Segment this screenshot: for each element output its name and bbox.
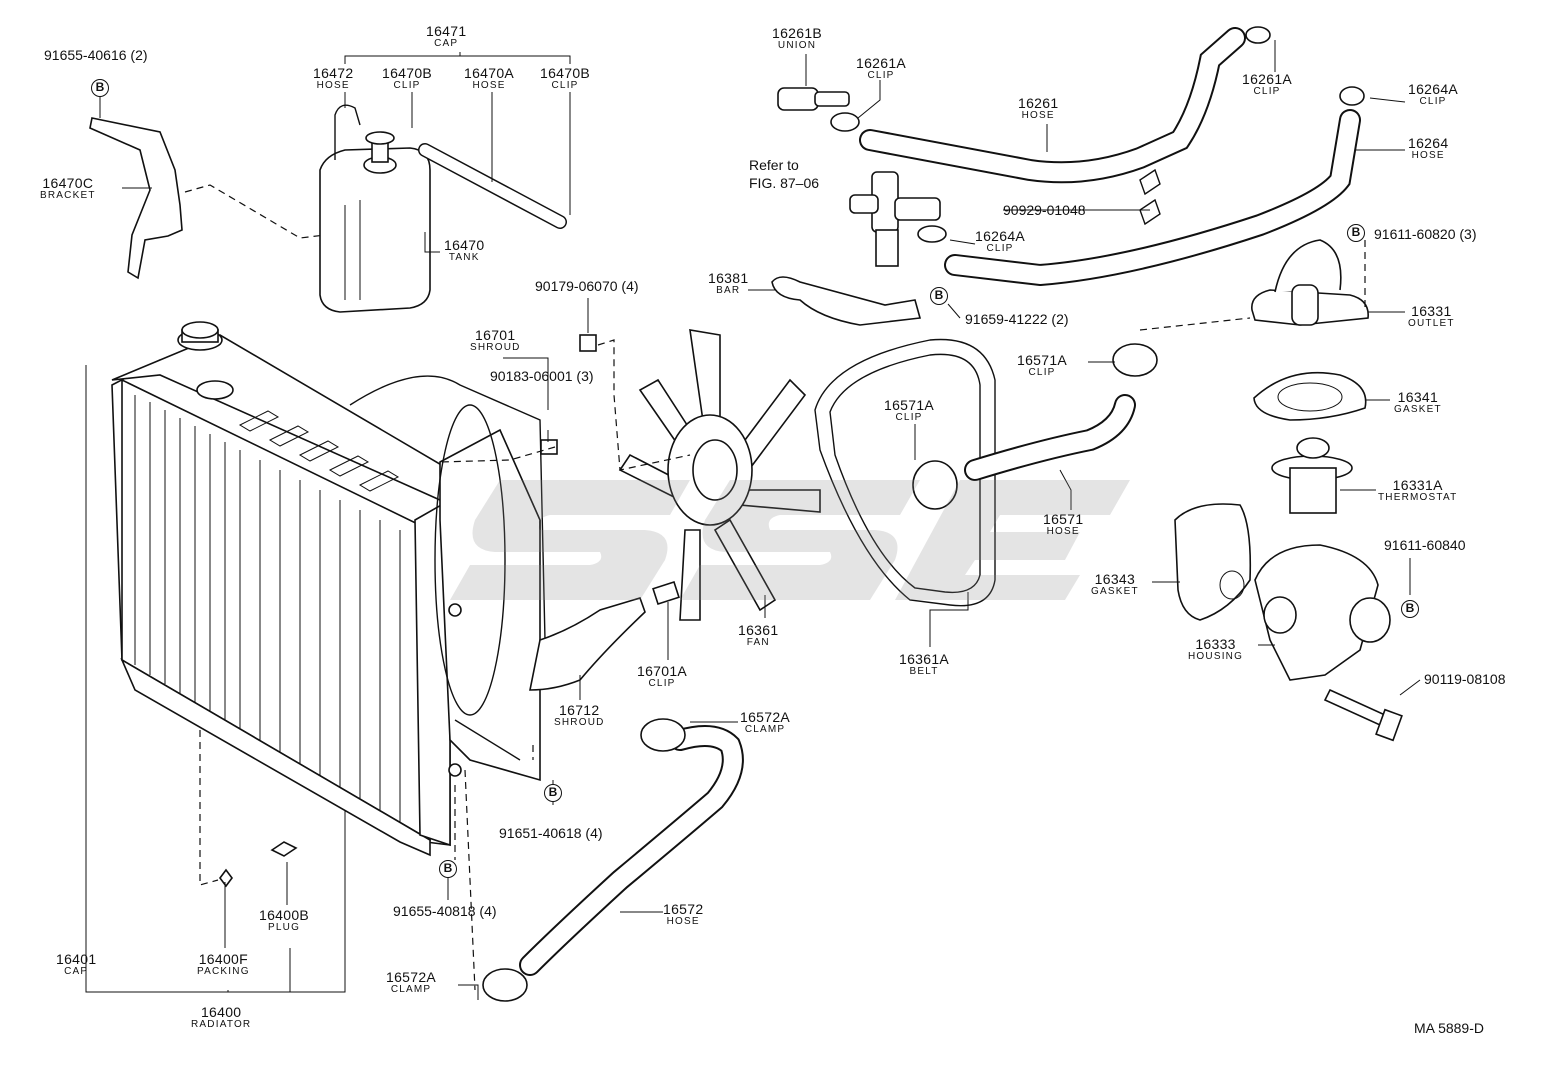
label-90119-08108: 90119-08108 <box>1424 671 1506 687</box>
bolt-marker-b: B <box>1401 600 1419 618</box>
hose-union <box>777 87 860 132</box>
bolt-marker-b: B <box>544 784 562 802</box>
housing-gasket <box>1174 503 1252 621</box>
refer-line-1: Refer to <box>749 157 799 173</box>
clip-90179 <box>579 334 597 352</box>
clip-90183 <box>540 439 558 455</box>
label-91651-40618: 91651-40618 (4) <box>499 825 603 841</box>
radiator-core <box>111 321 451 857</box>
label-90183-06001: 90183-06001 (3) <box>490 368 594 384</box>
bolt-marker-b: B <box>91 79 109 97</box>
bolt-marker-b: B <box>439 860 457 878</box>
hose-clip-90929 <box>1139 168 1161 226</box>
alternator-bar <box>771 276 922 326</box>
bolt-marker-b: B <box>1347 224 1365 242</box>
figure-code: MA 5889-D <box>1413 1020 1484 1036</box>
bolt-marker-b: B <box>930 287 948 305</box>
fan-shroud <box>349 375 546 782</box>
clip-16701A <box>652 580 680 606</box>
tank-bracket <box>89 117 183 280</box>
lower-shroud <box>529 597 646 691</box>
label-90179-06070: 90179-06070 (4) <box>535 278 639 294</box>
label-91659-41222: 91659-41222 (2) <box>965 311 1069 327</box>
label-91611-60840: 91611-60840 <box>1384 537 1466 553</box>
refer-line-2: FIG. 87–06 <box>749 175 820 191</box>
label-90929-01048: 90929-01048 <box>1003 202 1086 218</box>
cooling-fan <box>618 329 821 621</box>
drain-plug <box>270 841 298 857</box>
reserve-tank <box>319 131 431 313</box>
tee-fitting <box>849 171 947 267</box>
housing-bolt <box>1323 688 1387 727</box>
water-inlet-housing <box>1254 544 1391 681</box>
outlet-gasket <box>1253 371 1367 421</box>
tank-hose-short <box>334 104 361 160</box>
label-91655-40818: 91655-40818 (4) <box>393 903 497 919</box>
label-91655-40616: 91655-40616 (2) <box>44 47 148 63</box>
overflow-hose <box>418 143 567 229</box>
label-91611-60820: 91611-60820 (3) <box>1374 226 1477 242</box>
thermostat <box>1271 437 1353 514</box>
drive-belt <box>814 338 996 607</box>
watermark-logo <box>450 480 1130 600</box>
drain-packing <box>219 868 233 888</box>
water-outlet <box>1251 239 1369 326</box>
